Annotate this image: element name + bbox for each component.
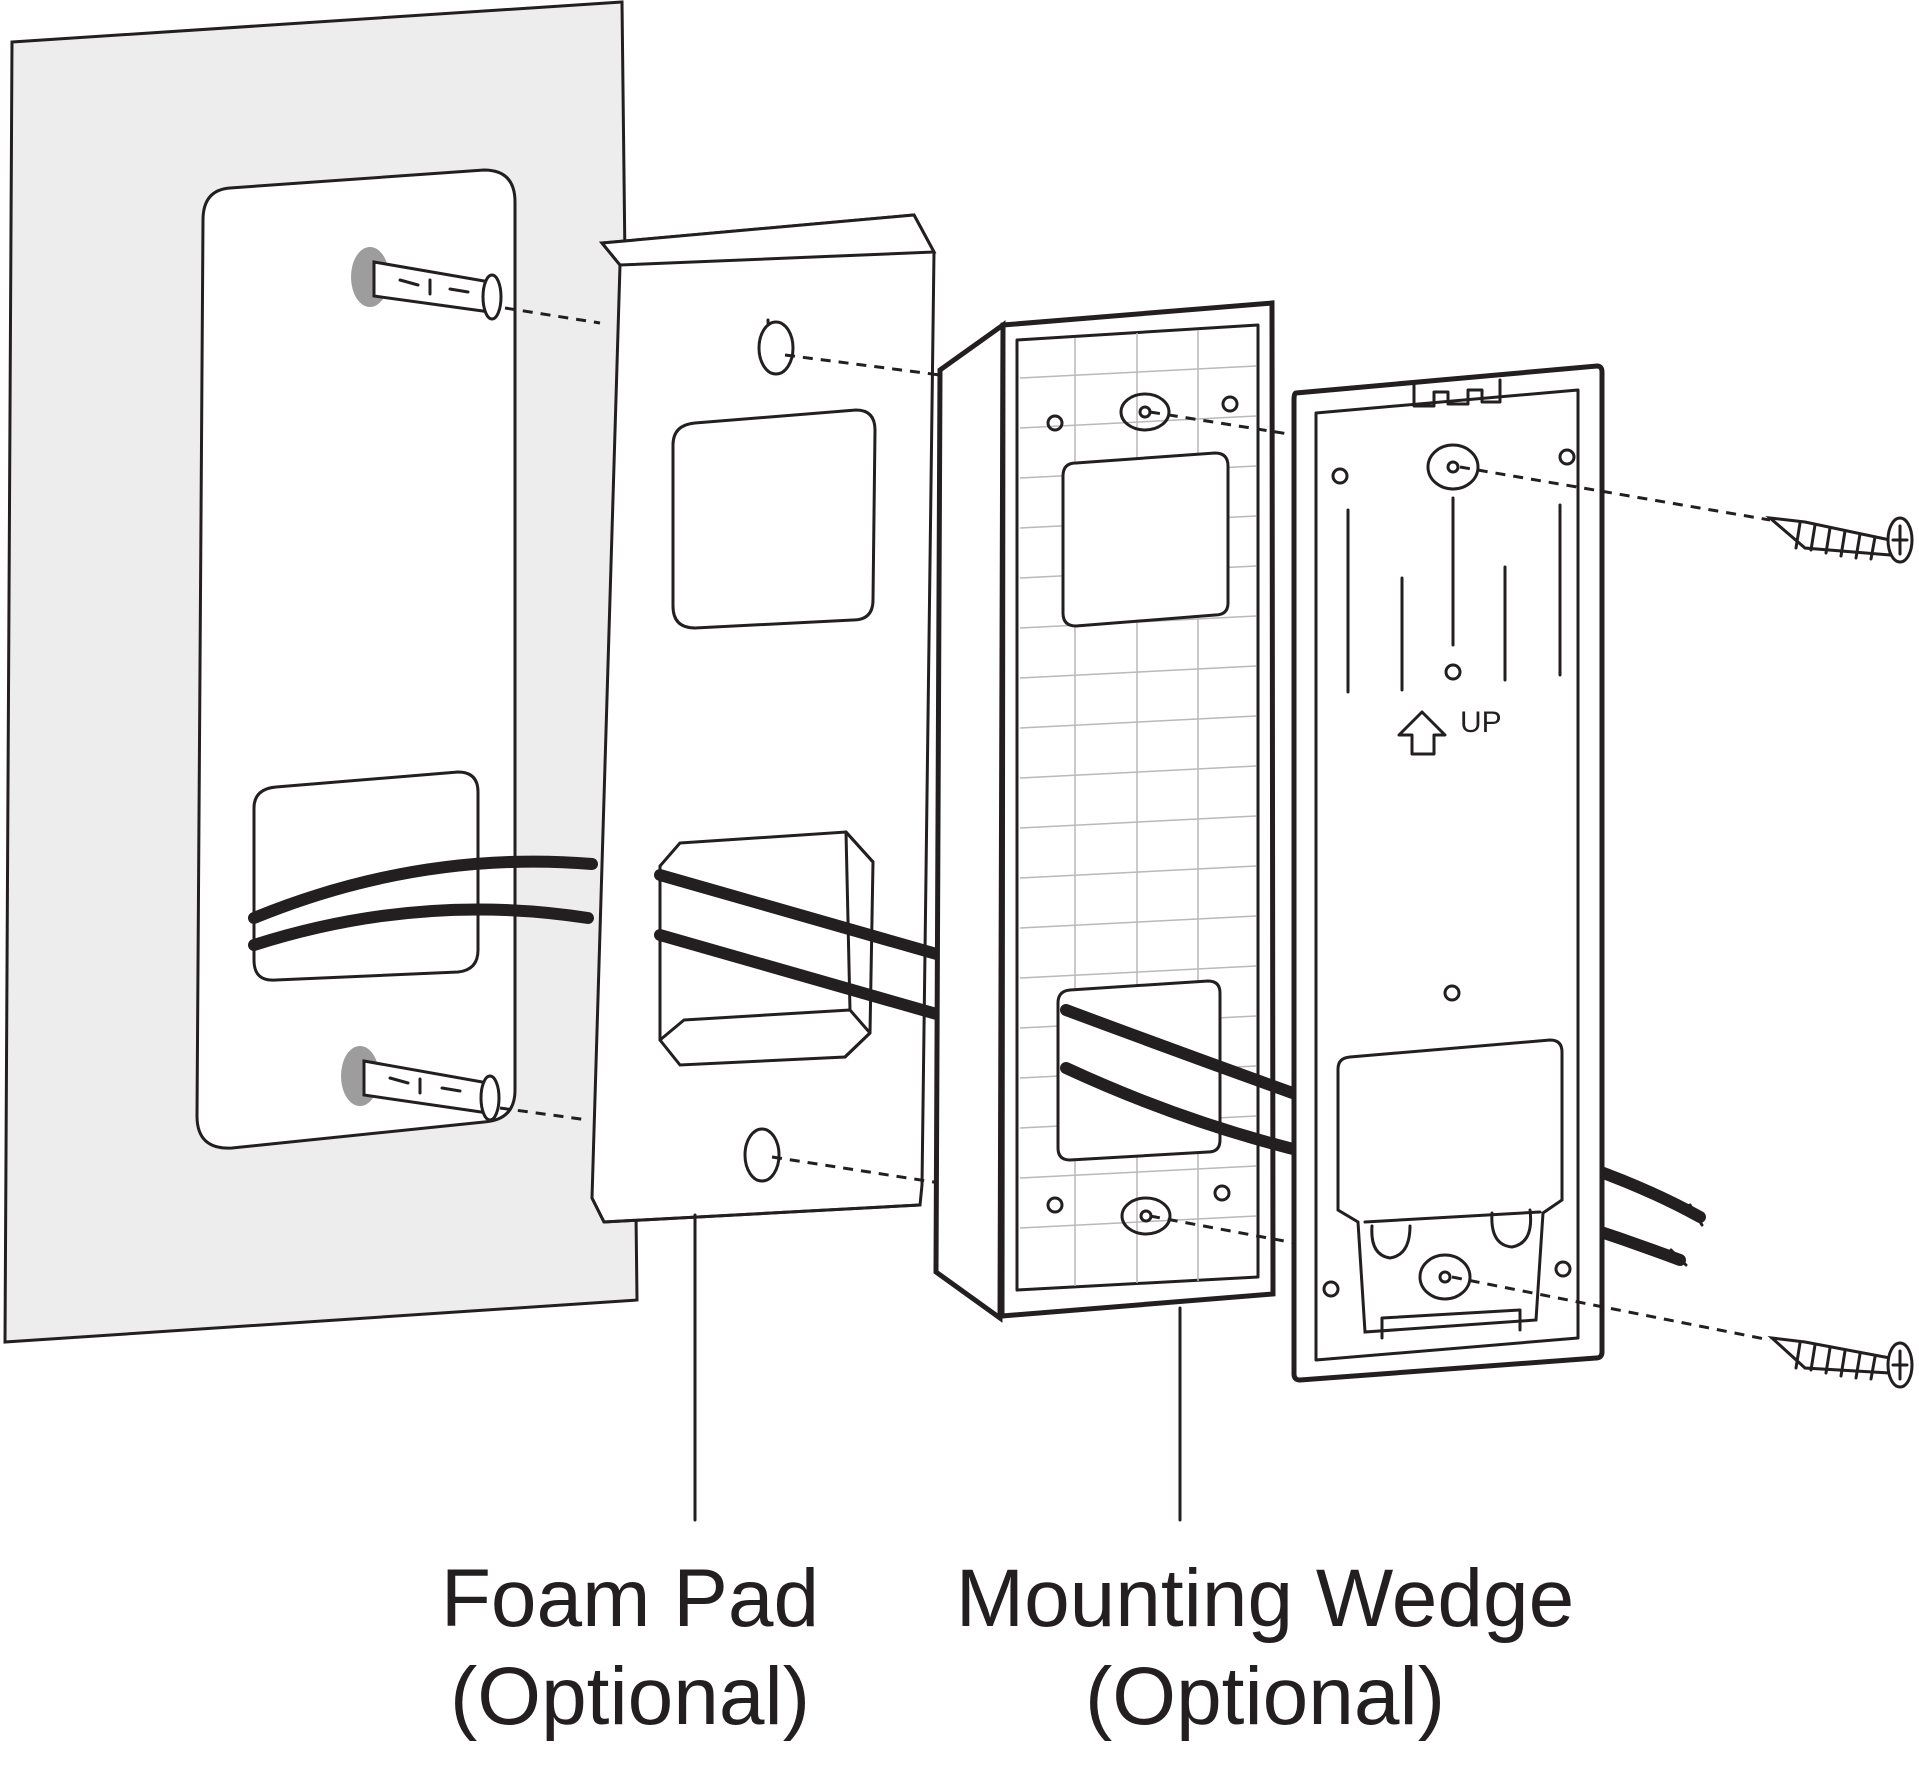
cable-wall-section: [248, 855, 598, 951]
wedge-screw-hole: [1119, 392, 1171, 432]
wall-mounting-area: [195, 168, 517, 1150]
foam-pad-label-line2: (Optional): [449, 1651, 811, 1742]
backplate-top-clips: [1412, 378, 1502, 408]
mounting-wedge: [933, 300, 1276, 1323]
wedge-camera-cutout: [1061, 451, 1230, 628]
foam-pad-screw-hole: [757, 320, 795, 376]
up-marking: UP: [1460, 706, 1502, 739]
up-arrow-icon: [1397, 710, 1447, 756]
screw-icon: [1767, 1335, 1914, 1389]
wedge-screw-hole: [1120, 1196, 1172, 1236]
mounting-wedge-label-line2: (Optional): [1084, 1651, 1446, 1742]
mounting-wedge-label: Mounting Wedge (Optional): [920, 1550, 1610, 1746]
backplate-screw-hole: [1418, 1253, 1472, 1301]
foam-pad: [590, 213, 937, 1224]
foam-pad-screw-hole: [743, 1127, 781, 1183]
foam-pad-label-line1: Foam Pad: [440, 1553, 820, 1644]
wall-anchor-icon: [351, 247, 503, 321]
backplate: UP: [1291, 363, 1605, 1383]
screw-icon: [1765, 515, 1914, 564]
wall-anchor-icon: [341, 1046, 501, 1122]
cable-foam-section: [654, 869, 946, 1021]
mounting-wedge-label-line1: Mounting Wedge: [955, 1553, 1575, 1644]
backplate-cable-channel: [1336, 1038, 1564, 1334]
wall: [3, 0, 639, 1344]
foam-pad-label: Foam Pad (Optional): [410, 1550, 850, 1746]
foam-pad-camera-cutout: [671, 408, 877, 630]
backplate-screw-hole: [1426, 443, 1480, 491]
